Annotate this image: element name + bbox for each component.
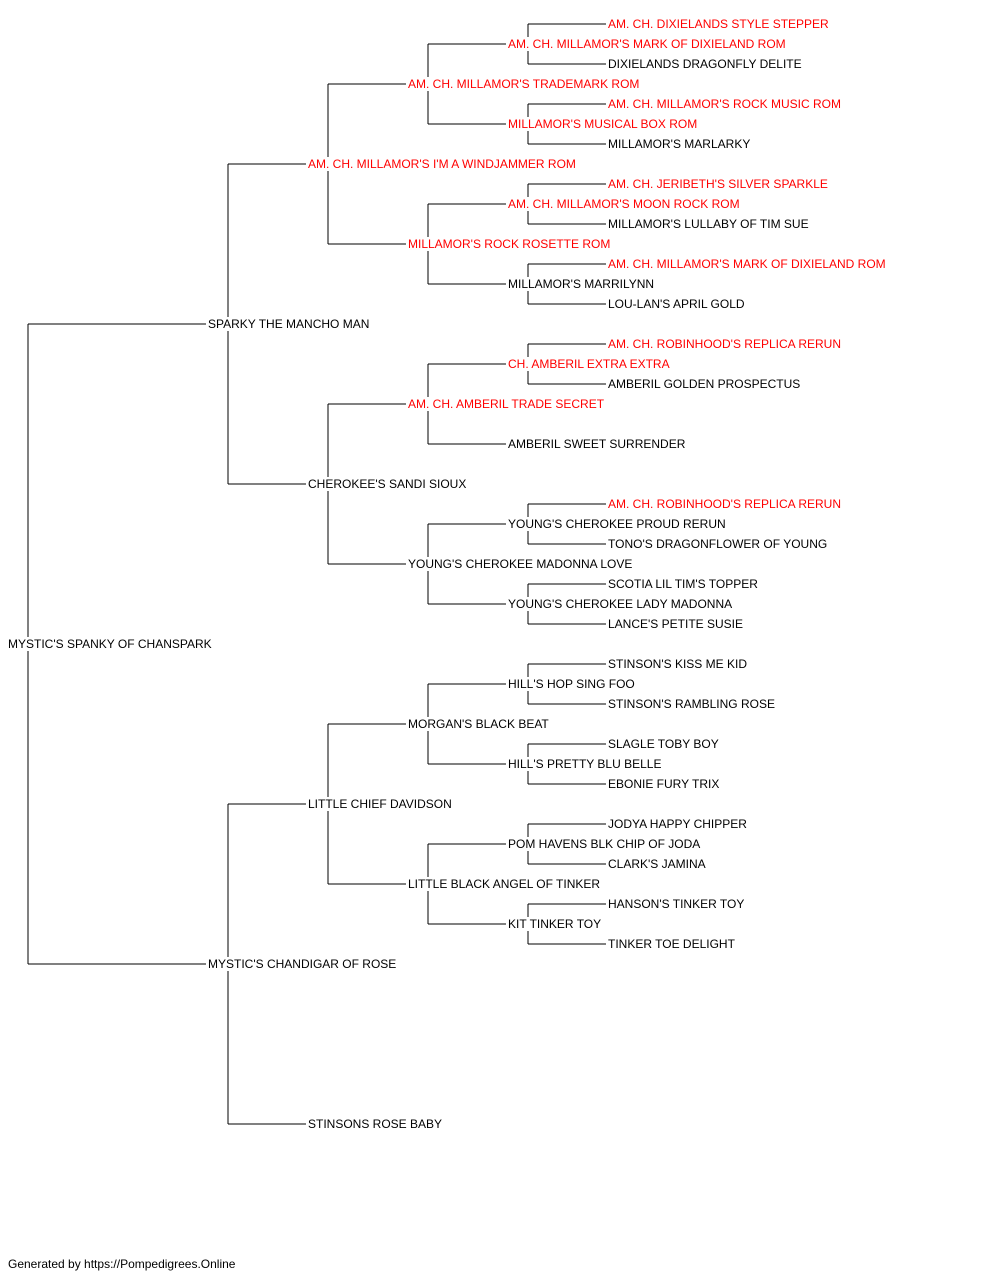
ancestor-name: SCOTIA LIL TIM'S TOPPER	[606, 577, 760, 591]
ancestor-name: MILLAMOR'S ROCK ROSETTE ROM	[406, 237, 613, 251]
ancestor-name: TINKER TOE DELIGHT	[606, 937, 737, 951]
ancestor-name: AM. CH. MILLAMOR'S ROCK MUSIC ROM	[606, 97, 843, 111]
ancestor-name: STINSON'S KISS ME KID	[606, 657, 749, 671]
subject-dog-name: MYSTIC'S SPANKY OF CHANSPARK	[6, 637, 214, 651]
ancestor-name: CHEROKEE'S SANDI SIOUX	[306, 477, 469, 491]
ancestor-name: AM. CH. MILLAMOR'S I'M A WINDJAMMER ROM	[306, 157, 578, 171]
ancestor-name: AM. CH. ROBINHOOD'S REPLICA RERUN	[606, 497, 843, 511]
ancestor-name: JODYA HAPPY CHIPPER	[606, 817, 749, 831]
ancestor-name: AM. CH. MILLAMOR'S MARK OF DIXIELAND ROM	[606, 257, 888, 271]
ancestor-name: SLAGLE TOBY BOY	[606, 737, 721, 751]
ancestor-name: TONO'S DRAGONFLOWER OF YOUNG	[606, 537, 830, 551]
ancestor-name: YOUNG'S CHEROKEE MADONNA LOVE	[406, 557, 635, 571]
ancestor-name: LITTLE CHIEF DAVIDSON	[306, 797, 454, 811]
ancestor-name: HILL'S HOP SING FOO	[506, 677, 637, 691]
ancestor-name: AM. CH. MILLAMOR'S MOON ROCK ROM	[506, 197, 742, 211]
ancestor-name: AM. CH. JERIBETH'S SILVER SPARKLE	[606, 177, 830, 191]
ancestor-name: MYSTIC'S CHANDIGAR OF ROSE	[206, 957, 399, 971]
ancestor-name: AM. CH. ROBINHOOD'S REPLICA RERUN	[606, 337, 843, 351]
ancestor-name: LANCE'S PETITE SUSIE	[606, 617, 745, 631]
ancestor-name: AM. CH. MILLAMOR'S TRADEMARK ROM	[406, 77, 642, 91]
ancestor-name: AMBERIL GOLDEN PROSPECTUS	[606, 377, 803, 391]
ancestor-name: AM. CH. AMBERIL TRADE SECRET	[406, 397, 607, 411]
ancestor-name: MILLAMOR'S MARRILYNN	[506, 277, 657, 291]
ancestor-name: AM. CH. DIXIELANDS STYLE STEPPER	[606, 17, 831, 31]
ancestor-name: YOUNG'S CHEROKEE PROUD RERUN	[506, 517, 728, 531]
footer-credit: Generated by https://Pompedigrees.Online	[8, 1257, 236, 1271]
ancestor-name: POM HAVENS BLK CHIP OF JODA	[506, 837, 703, 851]
ancestor-name: DIXIELANDS DRAGONFLY DELITE	[606, 57, 804, 71]
ancestor-name: AM. CH. MILLAMOR'S MARK OF DIXIELAND ROM	[506, 37, 788, 51]
ancestor-name: KIT TINKER TOY	[506, 917, 604, 931]
ancestor-name: STINSONS ROSE BABY	[306, 1117, 445, 1131]
ancestor-name: LOU-LAN'S APRIL GOLD	[606, 297, 747, 311]
ancestor-name: STINSON'S RAMBLING ROSE	[606, 697, 777, 711]
ancestor-name: MORGAN'S BLACK BEAT	[406, 717, 551, 731]
ancestor-name: YOUNG'S CHEROKEE LADY MADONNA	[506, 597, 735, 611]
ancestor-name: HILL'S PRETTY BLU BELLE	[506, 757, 664, 771]
ancestor-name: CH. AMBERIL EXTRA EXTRA	[506, 357, 672, 371]
ancestor-name: MILLAMOR'S LULLABY OF TIM SUE	[606, 217, 811, 231]
ancestor-name: SPARKY THE MANCHO MAN	[206, 317, 372, 331]
ancestor-name: MILLAMOR'S MARLARKY	[606, 137, 753, 151]
ancestor-name: CLARK'S JAMINA	[606, 857, 708, 871]
ancestor-name: HANSON'S TINKER TOY	[606, 897, 747, 911]
ancestor-name: LITTLE BLACK ANGEL OF TINKER	[406, 877, 603, 891]
ancestor-name: AMBERIL SWEET SURRENDER	[506, 437, 688, 451]
ancestor-name: MILLAMOR'S MUSICAL BOX ROM	[506, 117, 700, 131]
ancestor-name: EBONIE FURY TRIX	[606, 777, 722, 791]
